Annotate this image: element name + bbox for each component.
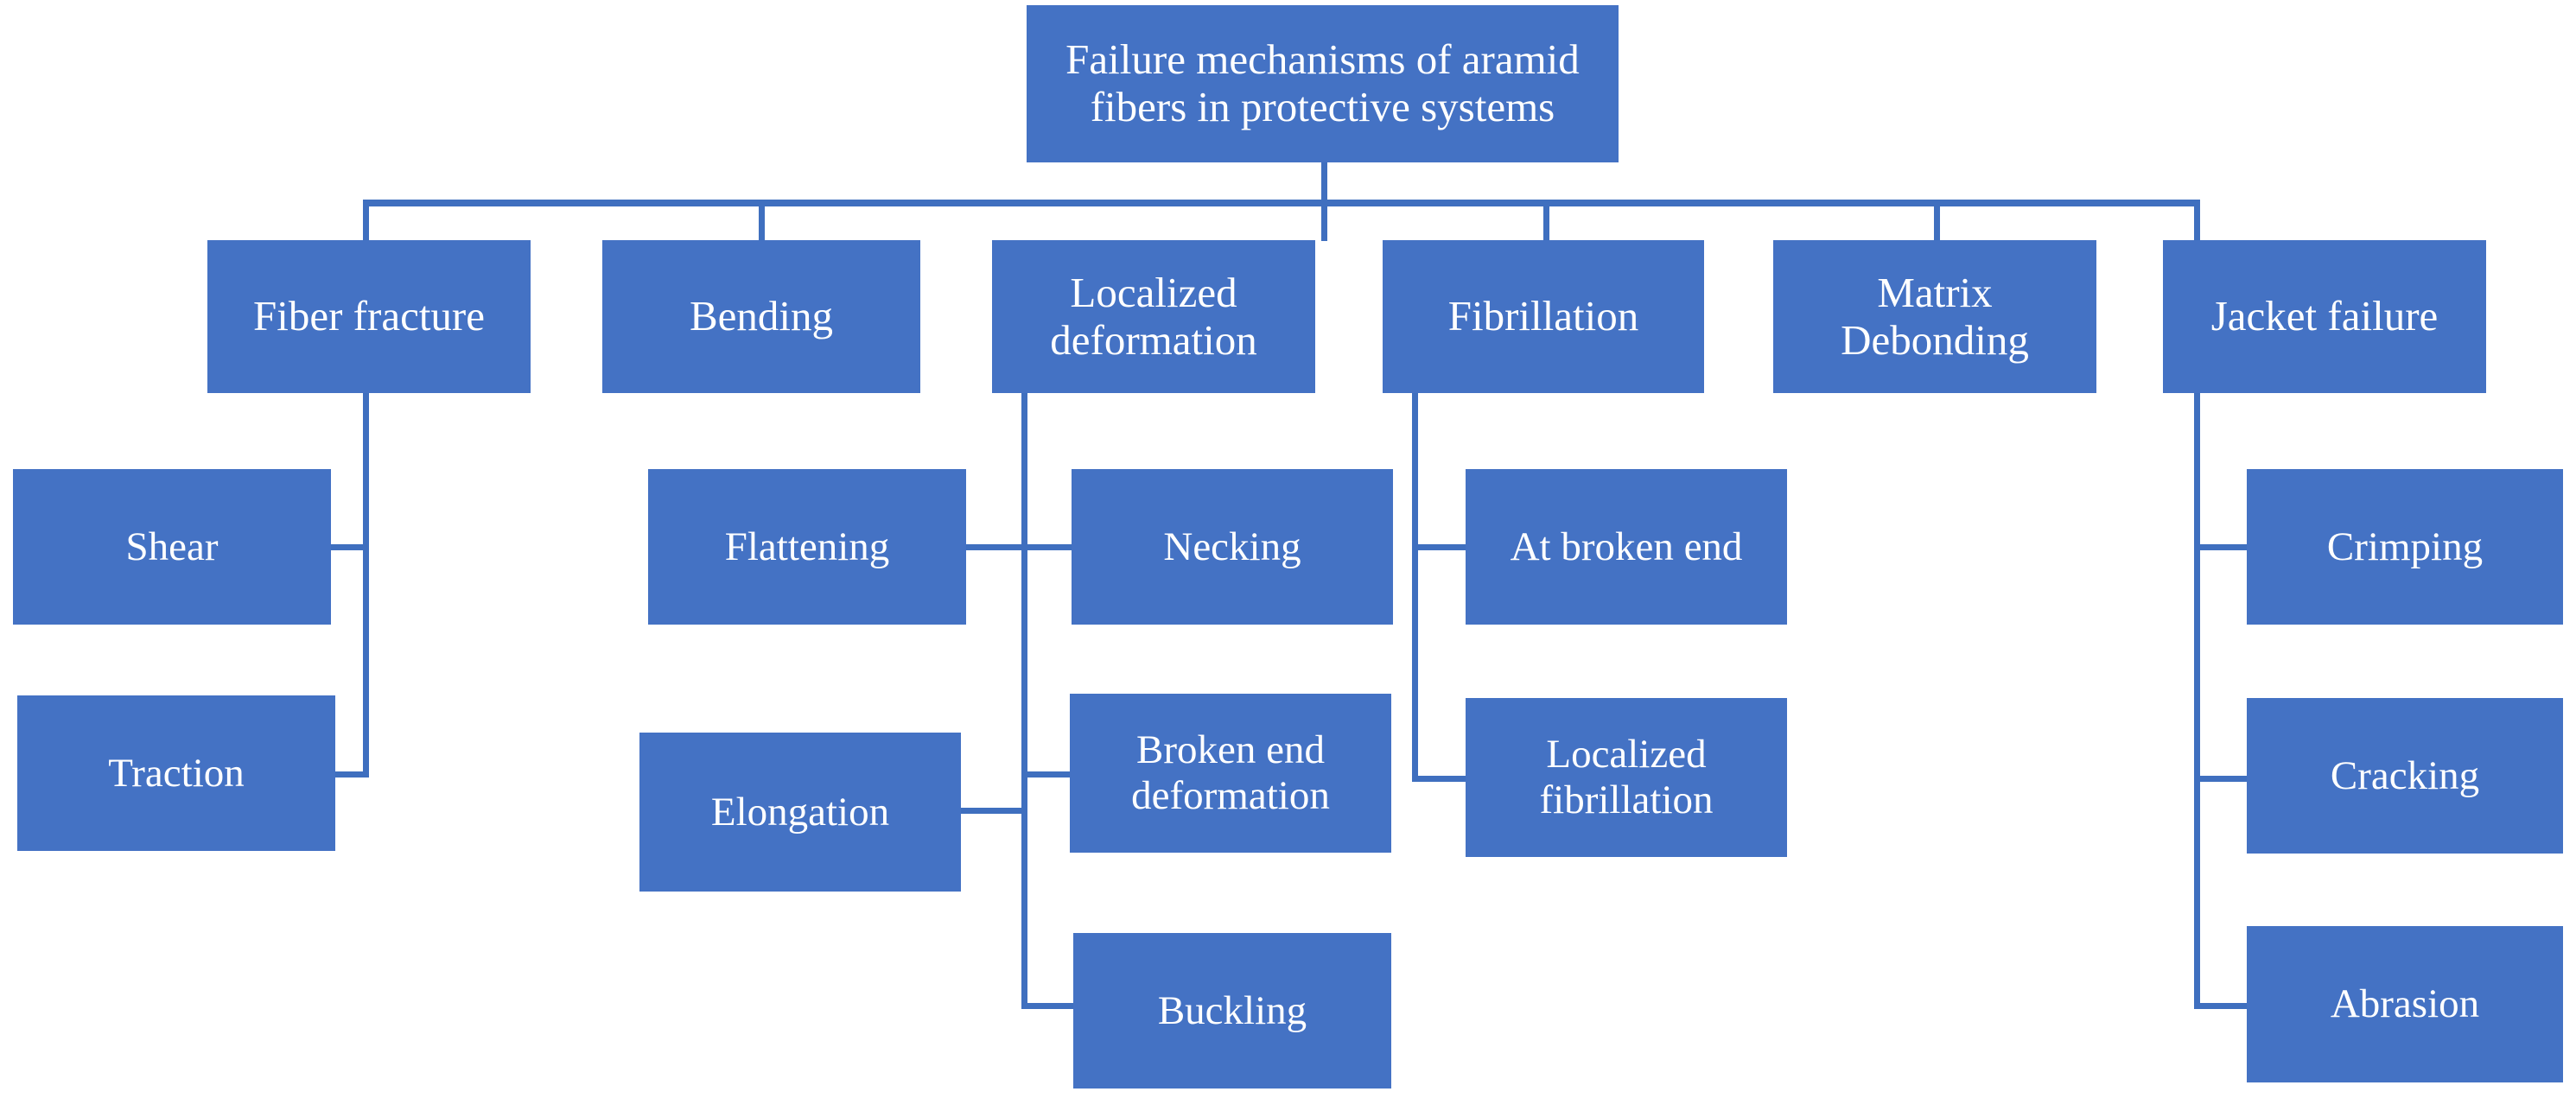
node-necking-label: Necking [1163,524,1301,569]
node-jacket-failure-label: Jacket failure [2210,292,2439,340]
node-localized-deformation-label: Localized deformation [1050,268,1257,364]
node-root[interactable]: Failure mechanisms of aramid fibers in p… [1027,5,1619,162]
node-at-broken-end-label: At broken end [1510,524,1743,569]
connector-stub-cracking [2194,776,2249,782]
node-bending-label: Bending [689,292,834,340]
node-flattening[interactable]: Flattening [648,469,966,625]
node-broken-end-deformation[interactable]: Broken end deformation [1070,694,1391,853]
node-traction-label: Traction [108,750,245,796]
connector-spine-fiber-fracture [363,393,369,777]
node-cracking[interactable]: Cracking [2247,698,2563,854]
node-fiber-fracture[interactable]: Fiber fracture [207,240,531,393]
node-jacket-failure[interactable]: Jacket failure [2163,240,2486,393]
node-crimping-label: Crimping [2326,524,2484,569]
connector-drop-localized-deformation [1321,200,1327,241]
connector-root-stem [1321,160,1327,201]
connector-stub-broken-end-deformation [1021,771,1078,777]
node-at-broken-end[interactable]: At broken end [1466,469,1787,625]
connector-drop-matrix-debonding [1934,200,1940,241]
node-fiber-fracture-label: Fiber fracture [253,292,485,340]
connector-drop-fibrillation [1543,200,1549,241]
connector-stub-traction [331,771,369,777]
node-localized-fibrillation-label: Localized fibrillation [1539,732,1714,822]
node-fibrillation[interactable]: Fibrillation [1383,240,1704,393]
node-matrix-debonding-label: Matrix Debonding [1841,268,2029,364]
connector-stub-abrasion [2194,1003,2249,1009]
node-cracking-label: Cracking [2330,752,2480,798]
connector-stub-buckling [1021,1003,1078,1009]
node-shear-label: Shear [125,524,219,569]
connector-stub-shear [331,544,369,550]
node-abrasion-label: Abrasion [2330,981,2480,1027]
connector-stub-at-broken-end [1412,544,1467,550]
node-shear[interactable]: Shear [13,469,331,625]
connector-spine-fibrillation [1412,393,1418,782]
connector-stub-necking [1021,544,1078,550]
connector-stub-flattening [961,544,1027,550]
node-bending[interactable]: Bending [602,240,920,393]
node-broken-end-deformation-label: Broken end deformation [1131,727,1330,818]
connector-stub-crimping [2194,544,2249,550]
node-localized-fibrillation[interactable]: Localized fibrillation [1466,698,1787,857]
connector-main-bus [363,200,2199,206]
connector-spine-jacket-failure [2194,393,2200,1008]
node-root-label: Failure mechanisms of aramid fibers in p… [1065,35,1580,130]
connector-spine-localized-deformation [1021,393,1027,1009]
node-traction[interactable]: Traction [17,695,335,851]
node-crimping[interactable]: Crimping [2247,469,2563,625]
node-necking[interactable]: Necking [1072,469,1393,625]
node-fibrillation-label: Fibrillation [1447,292,1639,340]
node-elongation[interactable]: Elongation [639,733,961,892]
connector-drop-jacket-failure [2194,200,2200,241]
node-matrix-debonding[interactable]: Matrix Debonding [1773,240,2096,393]
connector-drop-bending [759,200,765,241]
node-elongation-label: Elongation [710,789,890,835]
node-localized-deformation[interactable]: Localized deformation [992,240,1315,393]
node-abrasion[interactable]: Abrasion [2247,926,2563,1082]
connector-stub-localized-fibrillation [1412,776,1467,782]
connector-stub-elongation [961,808,1027,814]
node-flattening-label: Flattening [724,524,890,569]
node-buckling[interactable]: Buckling [1073,933,1391,1088]
connector-drop-fiber-fracture [363,200,369,241]
node-buckling-label: Buckling [1157,987,1307,1033]
